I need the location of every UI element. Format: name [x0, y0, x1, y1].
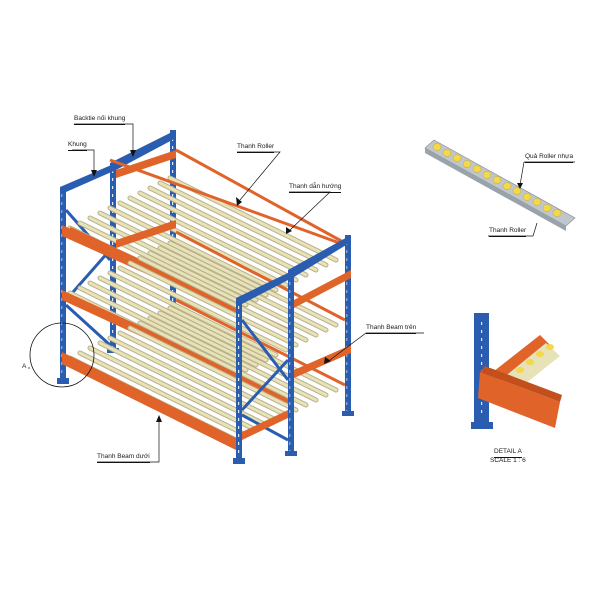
label-thanh-beam-duoi: Thanh Beam dưới	[97, 453, 150, 463]
label-detail-scale: SCALE 1 : 6	[490, 457, 526, 464]
middle-level-rollers	[67, 230, 346, 378]
label-thanh-roller: Thanh Roller	[237, 143, 275, 153]
bottom-front-beam	[62, 352, 240, 452]
label-backtie: Backtie nối khung	[74, 115, 126, 125]
label-qua-roller-nhua: Quả Roller nhựa	[525, 153, 574, 163]
top-level-rollers	[67, 148, 346, 332]
roller-track-detail	[424, 139, 576, 237]
label-detail-marker: A	[22, 363, 27, 370]
detail-a-circle	[29, 322, 95, 388]
label-thanh-roller-detail: Thanh Roller	[489, 227, 527, 237]
front-frame	[233, 235, 354, 464]
main-rack	[29, 130, 354, 464]
label-detail-title: DETAIL A	[494, 448, 522, 458]
label-thanh-beam-tren: Thanh Beam trên	[366, 324, 417, 334]
label-khung: Khung	[68, 141, 87, 151]
label-thanh-dan-huong: Thanh dẫn hướng	[289, 183, 342, 193]
detail-a-view	[471, 313, 562, 429]
